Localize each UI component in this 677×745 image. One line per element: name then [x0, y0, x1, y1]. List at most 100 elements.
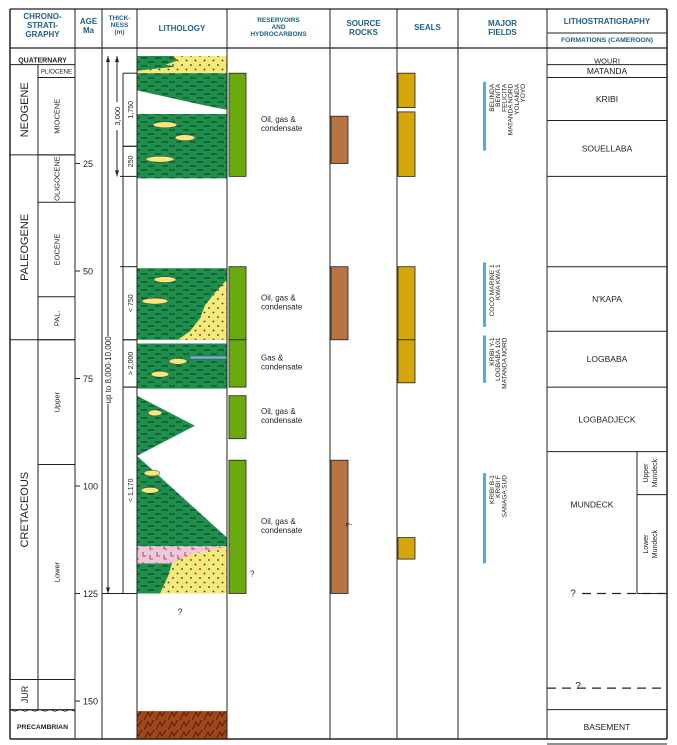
chrono-period-paleogene: PALEOGENE — [19, 214, 31, 281]
chrono-epoch-eocene: EOCENE — [53, 234, 62, 266]
chrono-epoch-pliocene: PLIOCENE — [41, 69, 72, 76]
sub-unit-label: Lower — [643, 534, 650, 554]
sub-unit-label: Mundeck — [652, 529, 659, 558]
lith-sand-lens — [168, 358, 188, 365]
reservoir-label: condensate — [261, 362, 303, 371]
formation-logbadjeck: LOGBADJECK — [578, 414, 635, 424]
field-bar — [483, 473, 486, 564]
lith-sand-lens — [147, 409, 163, 417]
age-tick-label: 25 — [83, 159, 93, 169]
thickness-label-bg — [113, 102, 121, 131]
header-chronostratigraphy: GRAPHY — [25, 30, 60, 39]
field-name: YOLANDA — [514, 83, 521, 115]
lith-unknown-marker: ? — [177, 607, 182, 617]
formation-matanda: MATANDA — [587, 66, 628, 76]
uncertain-boundary-marker: ? — [575, 681, 581, 692]
age-tick-label: 100 — [83, 482, 98, 492]
reservoir-bar — [228, 395, 247, 440]
field-name: LOGBABA 101 — [495, 337, 502, 381]
lith-shale-neogene — [137, 56, 227, 179]
header-major-fields: MAJOR — [488, 19, 517, 28]
header-thickness: THICK- — [108, 15, 130, 22]
header-lithology: LITHOLOGY — [159, 24, 206, 33]
formation-wouri: WOURI — [594, 56, 620, 65]
lith-basement — [137, 711, 227, 739]
reservoir-label: Gas & — [261, 353, 284, 362]
sub-unit-label: Upper — [643, 463, 650, 483]
header-age: Ma — [83, 26, 95, 35]
header-source-rocks: ROCKS — [349, 28, 379, 37]
lith-shale-upper-cret — [137, 343, 227, 389]
lith-sand-pliocene — [137, 56, 227, 74]
chrono-epoch-pal: PAL. — [53, 310, 62, 326]
header-thickness: (m) — [114, 29, 124, 36]
field-name: BENITA — [495, 83, 502, 107]
header-thickness: NESS — [111, 22, 129, 29]
chrono-unconformity — [9, 709, 76, 712]
thickness-interval-label: < 750 — [128, 294, 135, 312]
arrowhead-icon — [115, 56, 119, 62]
reservoir-label: condensate — [261, 526, 303, 535]
field-name: MATANDA NORD — [508, 84, 515, 136]
header-reservoirs: HYDROCARBONS — [250, 31, 307, 38]
thickness-label-bg — [103, 335, 113, 404]
lith-sand-lens — [140, 487, 160, 494]
field-name: BELINDA — [489, 83, 496, 111]
lith-sand-lens — [152, 121, 178, 129]
lith-sand-lens — [145, 155, 175, 163]
reservoir-label: Oil, gas & — [261, 293, 296, 302]
field-name: YOYO — [520, 84, 527, 103]
age-tick-label: 125 — [83, 589, 98, 599]
source-rock-bar — [330, 266, 349, 341]
thickness-total-label: up to 8,000-10,000 — [104, 336, 113, 404]
lith-sand-lens — [150, 370, 170, 378]
thickness-interval-label: 1,750 — [128, 101, 135, 119]
header-reservoirs: AND — [271, 24, 285, 31]
source-rock-bar — [330, 115, 349, 164]
lith-dolomite-stringer — [189, 355, 228, 360]
reservoir-uncertain-marker: ? — [250, 569, 255, 578]
field-name: KWA KWA 1 — [495, 264, 502, 300]
arrowhead-icon — [106, 56, 110, 62]
seal-bar — [397, 266, 416, 341]
lith-sand-lens — [141, 297, 169, 305]
formation-souellaba: SOUELLABA — [582, 143, 633, 153]
header-formations: FORMATIONS (CAMEROON) — [561, 37, 653, 44]
uncertain-boundary-marker: ? — [570, 589, 576, 600]
reservoir-label: Oil, gas & — [261, 407, 296, 416]
thickness-neogene-label: 3,000 — [113, 107, 122, 126]
chrono-period-neogene: NEOGENE — [19, 82, 31, 137]
thickness-interval-label: > 2,000 — [128, 352, 135, 376]
field-name: SANAGA SUD — [501, 475, 508, 518]
chrono-period-jur: JUR — [20, 685, 30, 703]
chrono-epoch-oligocene: OLIGOCENE — [53, 156, 62, 201]
seal-bar — [397, 72, 416, 108]
chrono-epoch-lower: Lower — [53, 561, 62, 582]
lith-gap-miocene — [137, 90, 227, 115]
header-age: AGE — [80, 17, 98, 26]
field-name: MATANDA NORD — [501, 337, 508, 389]
reservoir-label: condensate — [261, 302, 303, 311]
source-rock-uncertain-marker: ? — [345, 522, 354, 527]
field-name: FELICITA — [501, 83, 508, 112]
arrowhead-icon — [106, 587, 110, 594]
reservoir-bar — [228, 266, 247, 341]
thickness-interval-label: 250 — [128, 155, 135, 167]
field-bar — [483, 262, 486, 327]
chrono-quaternary: QUATERNARY — [18, 57, 67, 64]
lith-sand-lens — [153, 276, 177, 283]
reservoir-label: Oil, gas & — [261, 517, 296, 526]
reservoir-label: Oil, gas & — [261, 115, 296, 124]
lith-shale-lower-cret — [137, 455, 227, 547]
field-name: COCO MARINE 1 — [489, 264, 496, 316]
lith-sand-paleocene — [178, 279, 227, 340]
reservoir-label: condensate — [261, 416, 303, 425]
lith-sand-lens — [143, 469, 161, 477]
field-name: KRIBI Y-1 — [489, 337, 496, 366]
formation-mundeck: MUNDECK — [571, 500, 614, 510]
formation-nkapa: N'KAPA — [592, 294, 622, 304]
lith-shale-wedge — [137, 395, 195, 456]
reservoir-bar — [228, 459, 247, 594]
seal-bar — [397, 339, 416, 384]
